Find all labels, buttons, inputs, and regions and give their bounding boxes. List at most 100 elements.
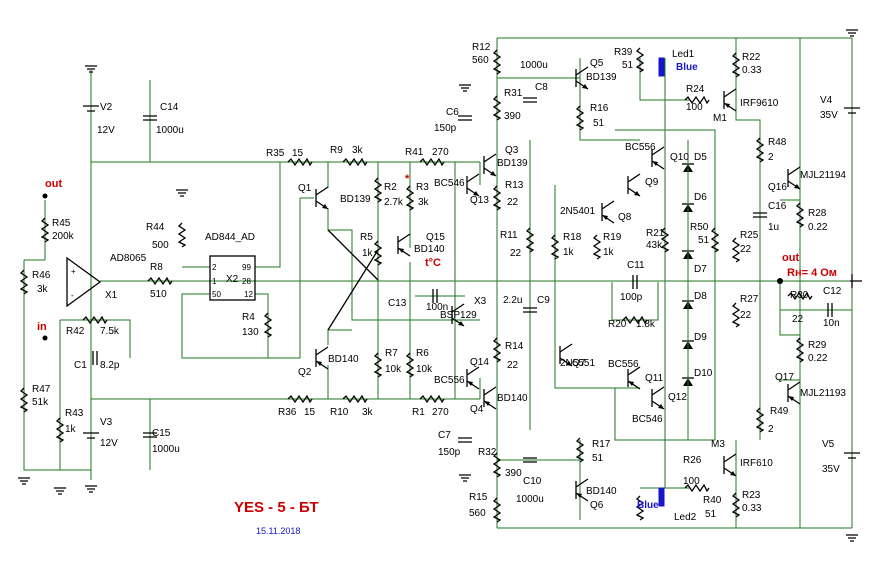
- resistor-r21-value: 43k: [646, 240, 663, 251]
- transistor-q3-name: Q3: [505, 145, 519, 156]
- capacitor-c7-name: C7: [438, 430, 451, 441]
- capacitor-c11-value: 100p: [620, 292, 643, 303]
- resistor-r23-name: R23: [742, 490, 761, 501]
- transistor-q10-type: BC556: [625, 142, 656, 153]
- resistor-r9-value: 3k: [352, 145, 364, 156]
- ic-x2-name: X2: [226, 274, 239, 285]
- transistor-symbols: [315, 66, 801, 502]
- resistor-r50-name: R50: [690, 222, 709, 233]
- resistor-r20-name: R20: [608, 319, 627, 330]
- transistor-q15-type: BD140: [414, 244, 445, 255]
- ic-x2-pin-99: 99: [242, 263, 251, 272]
- resistor-r46-name: R46: [32, 270, 51, 281]
- resistor-r17-value: 51: [592, 453, 604, 464]
- schematic-date: 15.11.2018: [256, 526, 300, 536]
- resistor-r31-value: 390: [504, 111, 521, 122]
- resistor-r39-value: 51: [622, 60, 634, 71]
- resistor-r47-value: 51k: [32, 397, 49, 408]
- diode-chain: [681, 140, 695, 440]
- capacitor-c13-value: 100n: [426, 302, 448, 313]
- capacitor-c15-value: 1000u: [152, 444, 180, 455]
- resistor-r27-name: R27: [740, 294, 759, 305]
- resistor-r35-value: 15: [292, 148, 304, 159]
- capacitor-c14-name: C14: [160, 102, 179, 113]
- resistor-r42-value: 7.5k: [100, 326, 120, 337]
- resistor-r17-name: R17: [592, 439, 611, 450]
- resistor-r3-value: 3k: [418, 197, 430, 208]
- capacitor-c11-name: C11: [627, 260, 645, 271]
- transistor-q1-name: Q1: [298, 183, 312, 194]
- resistor-r10-name: R10: [330, 407, 349, 418]
- transistor-m3-name: M3: [711, 439, 725, 450]
- out-terminal-left: [42, 193, 48, 199]
- capacitor-c12-value: 10n: [823, 318, 840, 329]
- resistor-r12-value: 560: [472, 55, 489, 66]
- resistor-r29-value: 0.22: [808, 353, 828, 364]
- resistor-r22-name: R22: [742, 52, 761, 63]
- opamp-x1-icon: [66, 256, 102, 308]
- transistor-q7-name: Q7: [572, 358, 586, 369]
- resistor-r25-value: 22: [740, 244, 752, 255]
- diode-d8-name: D8: [694, 291, 707, 302]
- transistor-x3-name: X3: [474, 296, 487, 307]
- resistor-r6-value: 10k: [416, 364, 433, 375]
- capacitor-c8-name: C8: [535, 82, 548, 93]
- schematic-title: YES - 5 - БТ: [234, 499, 319, 516]
- led2-color: Blue: [637, 500, 659, 511]
- transistor-m1-type: IRF9610: [740, 98, 779, 109]
- resistor-r49-name: R49: [770, 406, 789, 417]
- diode-d7-name: D7: [694, 264, 707, 275]
- resistor-r26-value: 100: [683, 476, 700, 487]
- resistor-r44-value: 500: [152, 240, 169, 251]
- supply-v3-value: 12V: [100, 438, 118, 449]
- transistor-q13-name: Q13: [470, 195, 489, 206]
- resistor-r4-value: 130: [242, 327, 259, 338]
- transistor-q5-name: Q5: [590, 58, 604, 69]
- transistor-q3-type: BD139: [497, 158, 528, 169]
- resistor-r30-name: R30: [790, 290, 809, 301]
- ic-x2-type: AD844_AD: [205, 232, 255, 243]
- supply-v4-value: 35V: [820, 110, 838, 121]
- resistor-r50-value: 51: [698, 235, 710, 246]
- transistor-q8-name: Q8: [618, 212, 632, 223]
- resistor-r10-value: 3k: [362, 407, 374, 418]
- resistor-r48-name: R48: [768, 137, 787, 148]
- resistor-r4-name: R4: [242, 312, 255, 323]
- resistor-r5-value: 1k: [362, 248, 374, 259]
- diode-d5-name: D5: [694, 152, 707, 163]
- capacitor-c15-name: C15: [152, 428, 171, 439]
- resistor-r2-value: 2.7k: [384, 197, 404, 208]
- transistor-q14-name: Q14: [470, 357, 489, 368]
- capacitor-c12-name: C12: [823, 286, 842, 297]
- out-right-label: out: [782, 252, 799, 264]
- resistor-r8-name: R8: [150, 262, 163, 273]
- transistor-q7-type: 2N5551: [560, 358, 595, 369]
- transistor-q8-type: 2N5401: [560, 206, 595, 217]
- resistor-r14-value: 22: [507, 360, 519, 371]
- supply-v2-name: V2: [100, 102, 113, 113]
- resistor-r16-value: 51: [593, 118, 605, 129]
- resistor-r14-name: R14: [505, 341, 524, 352]
- resistor-r30-value: 22: [792, 314, 804, 325]
- resistor-r43-name: R43: [65, 408, 84, 419]
- capacitor-c8-value: 1000u: [520, 60, 548, 71]
- transistor-q14-type: BC556: [434, 375, 465, 386]
- star-mark: *: [405, 173, 410, 185]
- resistor-r44-name: R44: [146, 222, 165, 233]
- resistor-r36-value: 15: [304, 407, 316, 418]
- resistor-r1-value: 270: [432, 407, 449, 418]
- resistor-r20-value: 1.8k: [636, 319, 656, 330]
- capacitor-c1-value: 8.2p: [100, 360, 120, 371]
- resistor-r42-name: R42: [66, 326, 85, 337]
- ic-x2-pin-2: 2: [212, 263, 217, 272]
- ic-x2-pin-50: 50: [212, 290, 221, 299]
- speaker-ground: [850, 274, 862, 288]
- transistor-q1-type: BD139: [340, 194, 371, 205]
- supply-symbols: [17, 29, 861, 542]
- load-label: Rн= 4 Ом: [787, 267, 837, 279]
- resistor-r27-value: 22: [740, 310, 752, 321]
- resistor-r40-value: 51: [705, 509, 717, 520]
- ic-x1-type: AD8065: [110, 253, 147, 264]
- transistor-m1-name: M1: [713, 113, 727, 124]
